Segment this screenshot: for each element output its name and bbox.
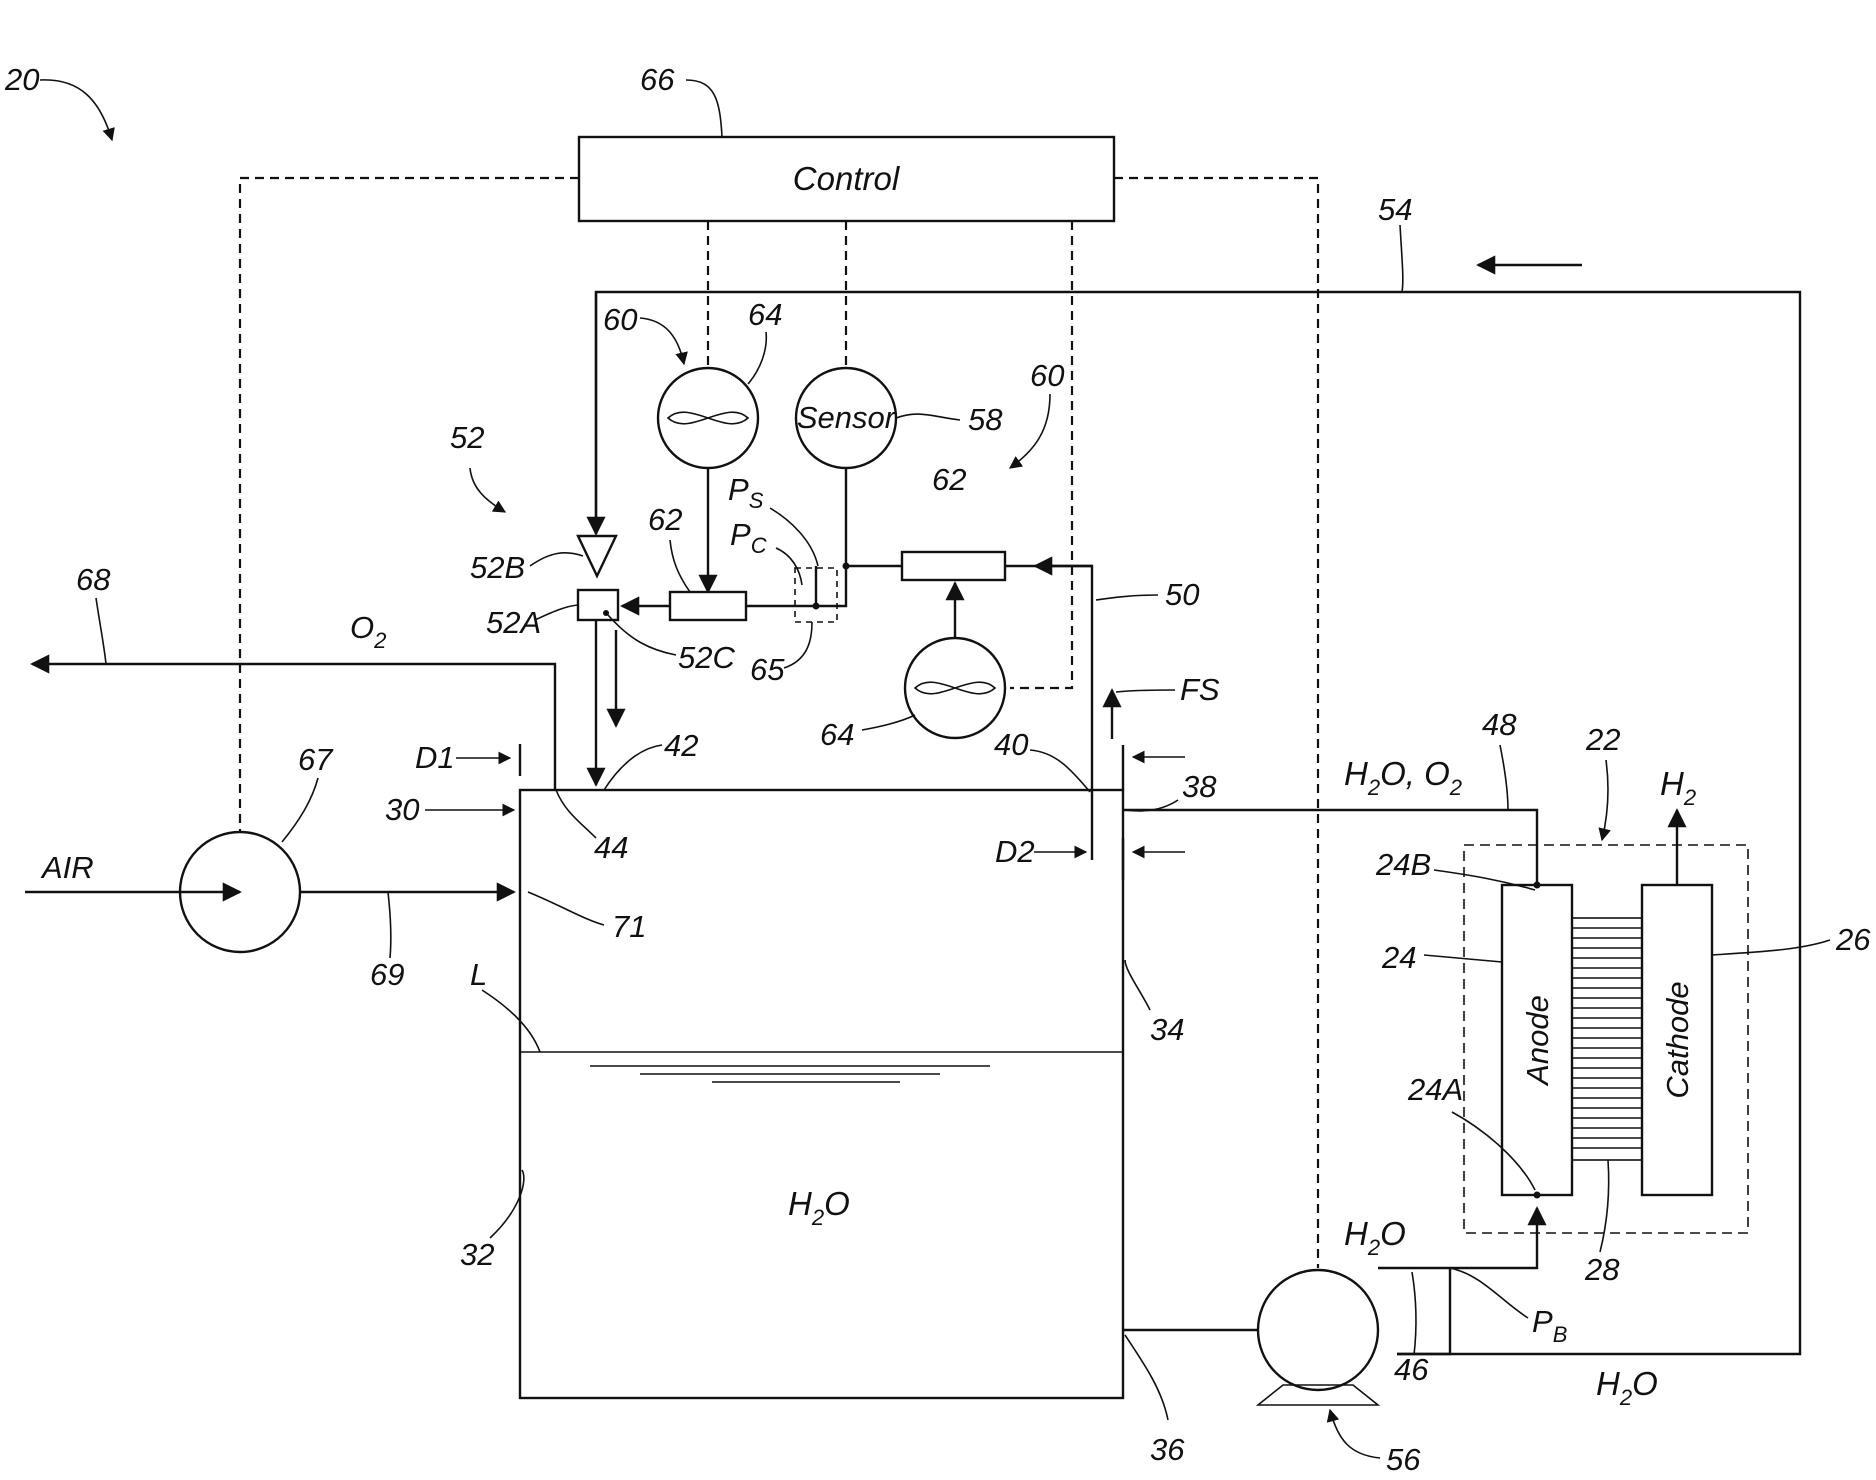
sensor-label: Sensor [797, 400, 897, 435]
ref-48: 48 [1482, 707, 1517, 742]
ref-71: 71 [612, 909, 646, 944]
ref-60-left: 60 [603, 302, 637, 337]
ref-65: 65 [750, 652, 785, 687]
label-o2-vent: O2 [350, 610, 386, 653]
label-h2o-o2: H2O, O2 [1344, 755, 1462, 800]
control-to-pump67-line [240, 178, 579, 832]
ref-64-upper: 64 [748, 297, 782, 332]
ref-fs: FS [1180, 672, 1220, 707]
heat-exchanger-62-left [670, 592, 746, 620]
label-h2: H2 [1660, 765, 1696, 810]
ref-40: 40 [994, 727, 1028, 762]
ref-52: 52 [450, 420, 484, 455]
heat-exchanger-62-right [902, 552, 1005, 580]
ref-36: 36 [1150, 1432, 1185, 1467]
line-48 [1123, 810, 1537, 885]
ref-52b: 52B [470, 550, 525, 585]
control-label: Control [793, 160, 901, 197]
ref-62-right: 62 [932, 462, 966, 497]
ref-28: 28 [1584, 1252, 1620, 1287]
cathode-label: Cathode [1660, 981, 1695, 1098]
ref-60-right: 60 [1030, 358, 1064, 393]
ref-52a: 52A [486, 605, 541, 640]
ref-56: 56 [1386, 1442, 1421, 1477]
membrane-28 [1572, 918, 1642, 1160]
ref-d1: D1 [415, 740, 455, 775]
label-h2o-tank: H2O [788, 1185, 850, 1230]
ref-68: 68 [76, 562, 111, 597]
anode-label: Anode [1520, 995, 1555, 1087]
ref-d2: D2 [995, 834, 1035, 869]
ref-67: 67 [298, 742, 334, 777]
ref-24a: 24A [1407, 1072, 1463, 1107]
label-h2o-return: H2O [1596, 1365, 1658, 1410]
ref-58: 58 [968, 402, 1003, 437]
valve-52b [578, 536, 616, 576]
ref-level: L [470, 957, 487, 992]
ref-54: 54 [1378, 192, 1412, 227]
tank-30 [520, 790, 1123, 1398]
vent-line-68 [32, 664, 555, 790]
ref-30: 30 [385, 792, 419, 827]
label-air: AIR [40, 850, 94, 885]
ref-64-lower: 64 [820, 717, 854, 752]
ref-34: 34 [1150, 1012, 1184, 1047]
ref-24b: 24B [1375, 847, 1431, 882]
return-line-54 [596, 292, 1800, 1354]
control-to-pump56-line [1114, 178, 1318, 1268]
ref-50: 50 [1165, 577, 1199, 612]
ref-46: 46 [1394, 1352, 1429, 1387]
ref-24: 24 [1381, 940, 1416, 975]
label-pc: PC [730, 517, 767, 558]
ref-69: 69 [370, 957, 404, 992]
ref-38: 38 [1182, 769, 1217, 804]
ref-52c: 52C [678, 640, 735, 675]
ref-32: 32 [460, 1237, 494, 1272]
ref-66: 66 [640, 62, 675, 97]
ref-42: 42 [664, 728, 698, 763]
ref-44: 44 [594, 830, 628, 865]
label-ps: PS [728, 472, 764, 513]
label-h2o-pump: H2O [1344, 1215, 1406, 1260]
ref-62-left: 62 [648, 502, 682, 537]
valve-52a [578, 590, 618, 620]
water-pump-56 [1258, 1270, 1378, 1390]
ref-22: 22 [1585, 722, 1620, 757]
ref-20: 20 [4, 62, 39, 97]
label-pb: PB [1532, 1304, 1567, 1347]
ref-26: 26 [1835, 922, 1871, 957]
